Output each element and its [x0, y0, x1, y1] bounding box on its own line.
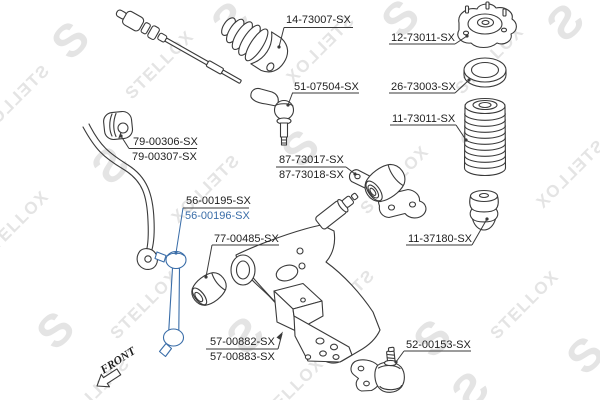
leader-dot-stab-link — [174, 251, 178, 255]
stabilizer-bar-drawing — [82, 123, 158, 270]
ball-joint-drawing — [350, 346, 405, 393]
part-label-rear-bushing-b[interactable]: 87-73018-SX — [279, 169, 344, 181]
part-label-strut-mount[interactable]: 12-73011-SX — [391, 32, 456, 44]
part-label-stab-bushing-a[interactable]: 79-00306-SX — [133, 136, 198, 148]
label-underlines — [129, 27, 472, 352]
part-label-arm-bushing[interactable]: 77-00485-SX — [214, 233, 279, 245]
part-label-control-arm-a[interactable]: 57-00882-SX — [210, 336, 275, 348]
leader-dots — [119, 34, 489, 364]
part-label-stab-link-b-highlighted[interactable]: 56-00196-SX — [185, 210, 250, 222]
steering-boot-drawing — [221, 17, 289, 73]
leader-line-stab-link — [175, 207, 184, 254]
part-label-bump-stop[interactable]: 11-37180-SX — [408, 233, 473, 245]
part-label-stab-bushing-b[interactable]: 79-00307-SX — [132, 151, 197, 163]
part-label-rear-bushing-a[interactable]: 87-73017-SX — [279, 154, 344, 166]
part-label-tie-rod-end[interactable]: 51-07504-SX — [294, 81, 359, 93]
part-label-control-arm-b[interactable]: 57-00883-SX — [210, 351, 275, 363]
leader-lines — [120, 27, 488, 363]
part-label-stab-link-a[interactable]: 56-00195-SX — [186, 195, 251, 207]
part-label-steering-boot[interactable]: 14-73007-SX — [286, 14, 351, 26]
control-arm-drawing — [230, 192, 381, 364]
part-label-strut-bearing[interactable]: 26-73003-SX — [391, 81, 456, 93]
bump-stop-drawing — [469, 189, 499, 231]
arm-bushing-drawing — [191, 272, 227, 306]
strut-bearing-drawing — [463, 57, 507, 88]
part-label-ball-joint[interactable]: 52-00153-SX — [406, 339, 471, 351]
strut-boot-drawing — [463, 97, 507, 177]
stabilizer-bushing-drawing — [103, 110, 134, 141]
steering-rack-drawing — [115, 9, 242, 84]
part-label-strut-boot[interactable]: 11-73011-SX — [392, 113, 456, 125]
stabilizer-link-drawing — [154, 250, 187, 358]
strut-mount-drawing — [457, 1, 517, 49]
